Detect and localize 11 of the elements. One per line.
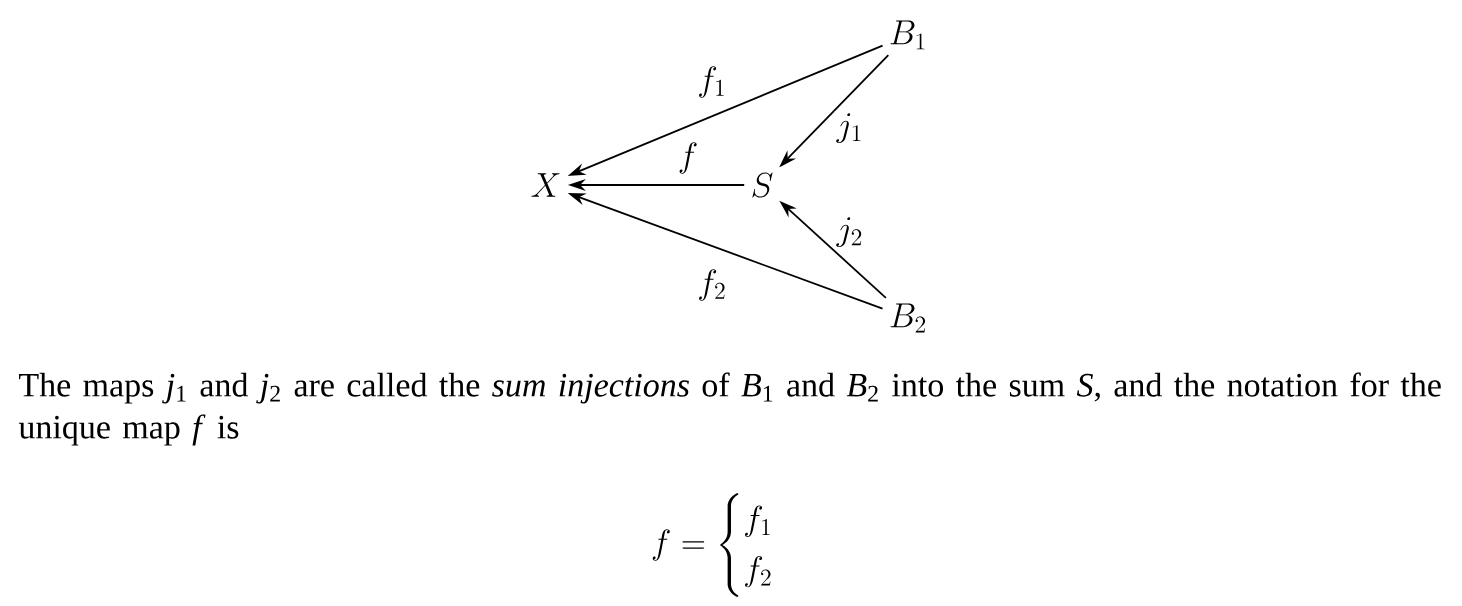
edge-label: $f$ bbox=[675, 140, 701, 176]
formula: $f = \begin{cases} f_1 \\ f_2 \end{cases}$ bbox=[652, 493, 771, 597]
object-label: $S$ bbox=[752, 172, 773, 198]
edge-label: $j_2$ bbox=[834, 215, 866, 249]
edge-label: $f_1$ bbox=[695, 64, 729, 100]
object-label: $X$ bbox=[531, 173, 560, 197]
edge-label: $f_2$ bbox=[695, 267, 729, 303]
object-label: $B_2$ bbox=[890, 303, 926, 333]
edge-label: $j_1$ bbox=[834, 111, 866, 145]
object-label: $B_1$ bbox=[890, 20, 925, 50]
paragraph: The maps j$_{1}$ and j$_{2}$ are called the sum injections of B$_{1}$ and B$_{2}$ into the sum S, and the notation for the unique map f is bbox=[18, 372, 1441, 446]
